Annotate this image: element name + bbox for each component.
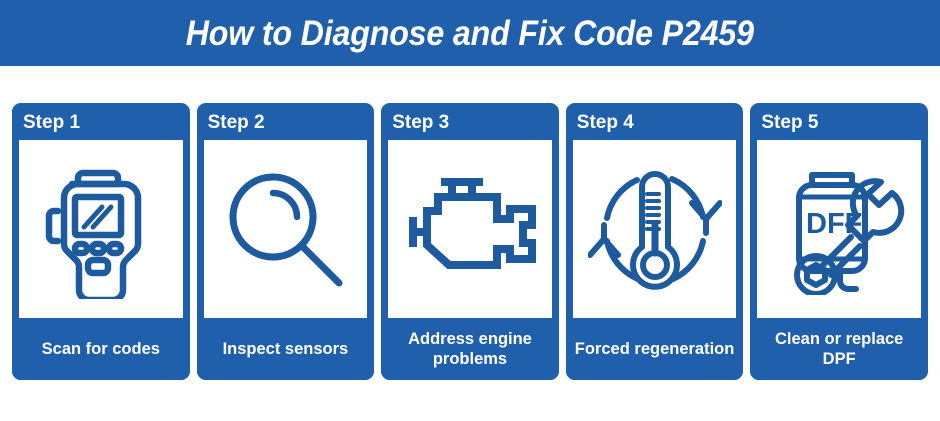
thermometer-cycle-icon [587,162,722,296]
step-badge-1: Step 1 [12,107,94,137]
step-card-1[interactable]: Step 1 [12,103,190,380]
step-card-5[interactable]: Step 5 DFF [750,103,928,380]
step-card-4[interactable]: Step 4 [565,103,744,380]
step-badge-row: Step 1 [12,103,190,140]
step-label-2: Inspect sensors [196,318,375,380]
icon-panel-3 [388,140,552,318]
check-engine-icon [403,177,537,281]
step-label-5: Clean or replace DPF [750,318,928,380]
magnifying-glass-icon [221,165,349,293]
step-badge-row: Step 4 [565,103,744,140]
dpf-filter-wrench-icon: DFF [772,163,906,295]
step-badge-5: Step 5 [750,107,832,137]
step-badge-row: Step 5 [750,103,928,140]
step-label-text-2: Inspect sensors [222,339,349,358]
step-label-3: Address engine problems [381,318,559,380]
icon-panel-1 [19,140,183,318]
step-card-2[interactable]: Step 2 Inspect sensors [196,103,375,380]
steps-row: Step 1 [12,103,928,380]
title-banner: How to Diagnose and Fix Code P2459 [0,0,940,66]
step-label-text-3: Address engine problems [408,329,532,368]
icon-panel-4 [572,140,737,318]
step-badge-3: Step 3 [381,107,463,137]
step-label-4: Forced regeneration [565,318,744,380]
step-label-text-1: Scan for codes [41,339,160,358]
step-label-text-5: Clean or replace DPF [774,329,904,368]
step-badge-4: Step 4 [565,107,647,137]
step-label-1: Scan for codes [12,318,190,380]
icon-panel-5: DFF [757,140,921,318]
page-title: How to Diagnose and Fix Code P2459 [185,13,755,53]
step-badge-row: Step 2 [196,103,375,140]
step-badge-2: Step 2 [196,107,278,137]
icon-panel-2 [203,140,368,318]
obd-scanner-icon [42,159,160,299]
step-badge-row: Step 3 [381,103,559,140]
step-card-3[interactable]: Step 3 [381,103,559,380]
step-label-text-4: Forced regeneration [574,339,735,358]
